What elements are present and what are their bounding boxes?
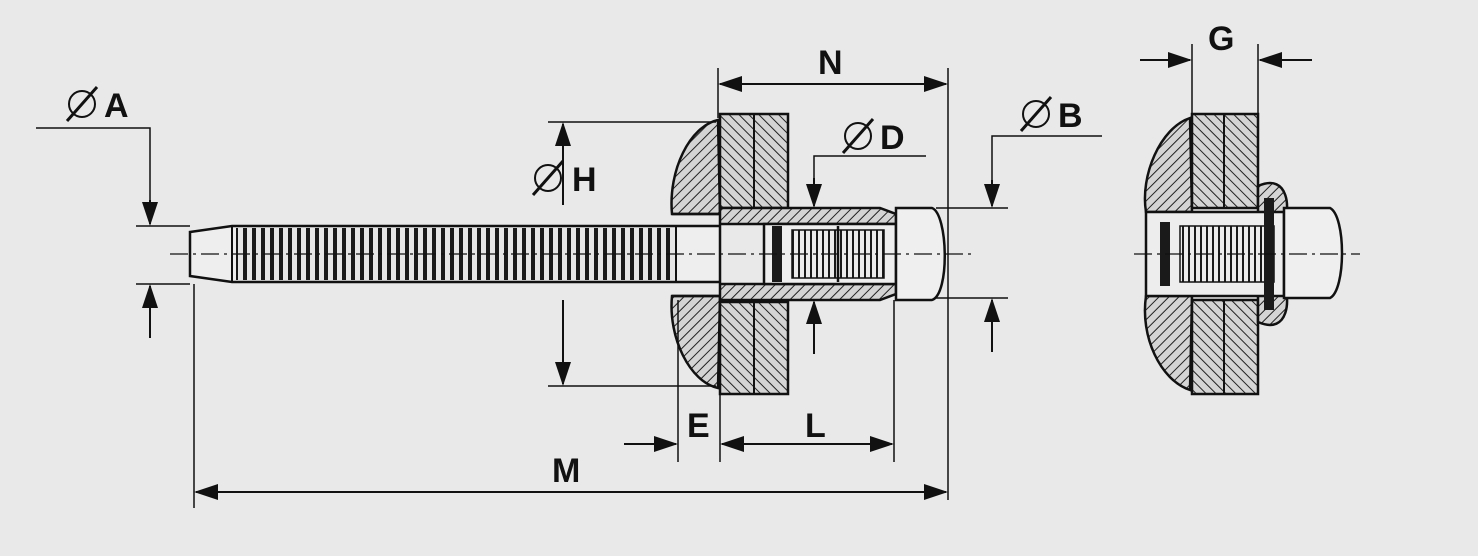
- label-m: M: [552, 452, 580, 490]
- diameter-h-symbol: [531, 160, 565, 196]
- dimension-lines: [36, 68, 1102, 508]
- label-e: E: [687, 407, 710, 445]
- diameter-symbols: [65, 86, 1053, 196]
- set-rivet-view: [1134, 44, 1360, 396]
- label-dia-h: H: [572, 161, 597, 199]
- diameter-b-symbol: [1019, 96, 1053, 132]
- label-dia-b: B: [1058, 97, 1083, 135]
- main-view: [170, 112, 975, 396]
- label-n: N: [818, 44, 843, 82]
- diameter-a-symbol: [65, 86, 99, 122]
- label-l: L: [805, 407, 826, 445]
- clamped-plates-section: [718, 112, 790, 396]
- diameter-d-symbol: [841, 118, 875, 154]
- label-dia-a: A: [104, 87, 129, 125]
- rivet-flange-section: [670, 118, 722, 390]
- label-dia-d: D: [880, 119, 905, 157]
- label-g: G: [1208, 20, 1234, 58]
